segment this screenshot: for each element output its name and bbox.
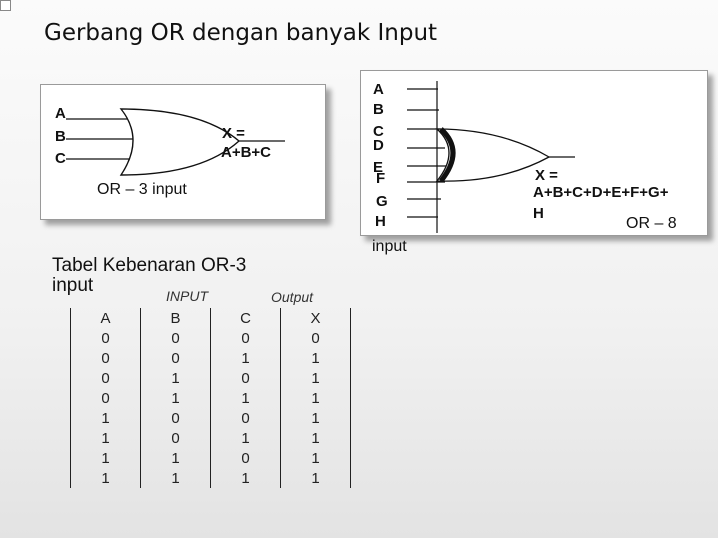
or8-output-label: X = bbox=[535, 167, 558, 184]
cell-c: 0 bbox=[210, 448, 281, 468]
or8-input-a: A bbox=[373, 81, 384, 98]
cell-a: 1 bbox=[70, 448, 141, 468]
truth-table-title-line1: Tabel Kebenaran OR-3 bbox=[52, 255, 247, 276]
cell-a: 0 bbox=[70, 388, 141, 408]
header-cell-b: B bbox=[140, 308, 211, 328]
or3-gate-symbol bbox=[66, 108, 285, 176]
cell-c: 0 bbox=[210, 368, 281, 388]
cell-c: 1 bbox=[210, 388, 281, 408]
cell-c: 0 bbox=[210, 408, 281, 428]
cell-c: 1 bbox=[210, 428, 281, 448]
cell-a: 0 bbox=[70, 348, 141, 368]
or8-caption-cont: input bbox=[372, 238, 407, 255]
cell-a: 0 bbox=[70, 328, 141, 348]
header-cell-c: C bbox=[210, 308, 281, 328]
or8-input-f: F bbox=[376, 170, 386, 187]
or3-input-b: B bbox=[55, 128, 66, 145]
cell-x: 1 bbox=[280, 428, 351, 448]
or8-input-b: B bbox=[373, 101, 384, 118]
or8-diagram-box: A B C D E F G H X = A+B+C+D+E+F+G+ H OR … bbox=[360, 70, 708, 236]
cell-c: 0 bbox=[210, 328, 281, 348]
truth-table-title: Tabel Kebenaran OR-3 input bbox=[52, 254, 246, 297]
truth-table-title-line2: input bbox=[52, 275, 94, 296]
or8-input-c: C bbox=[373, 123, 384, 140]
cell-x: 1 bbox=[280, 388, 351, 408]
cell-a: 1 bbox=[70, 468, 141, 488]
or3-output-expression: A+B+C bbox=[221, 144, 272, 161]
or3-output-label: X = bbox=[222, 125, 245, 142]
or3-caption: OR – 3 input bbox=[97, 181, 187, 198]
cell-a: 1 bbox=[70, 408, 141, 428]
or8-output-expression: A+B+C+D+E+F+G+ bbox=[533, 184, 669, 201]
cell-a: 0 bbox=[70, 368, 141, 388]
truth-table-input-caption: INPUT bbox=[166, 288, 208, 304]
or3-input-a: A bbox=[55, 105, 66, 122]
cell-b: 0 bbox=[140, 408, 211, 428]
cell-b: 0 bbox=[140, 428, 211, 448]
or3-diagram-box: A B C X = A+B+C OR – 3 input bbox=[40, 84, 326, 220]
cell-b: 0 bbox=[140, 328, 211, 348]
cell-x: 1 bbox=[280, 468, 351, 488]
cell-b: 1 bbox=[140, 448, 211, 468]
cell-b: 1 bbox=[140, 388, 211, 408]
or8-gate-symbol bbox=[407, 81, 575, 233]
cell-c: 1 bbox=[210, 348, 281, 368]
cell-b: 1 bbox=[140, 468, 211, 488]
or8-input-d: D bbox=[373, 137, 384, 154]
or8-input-h: H bbox=[375, 213, 386, 230]
cell-x: 1 bbox=[280, 348, 351, 368]
cell-x: 1 bbox=[280, 368, 351, 388]
corner-marker bbox=[0, 0, 11, 11]
or8-input-e: E bbox=[373, 159, 384, 176]
or8-output-expression-cont: H bbox=[533, 205, 544, 222]
header-cell-a: A bbox=[70, 308, 141, 328]
cell-a: 1 bbox=[70, 428, 141, 448]
cell-b: 0 bbox=[140, 348, 211, 368]
header-cell-x: X bbox=[280, 308, 351, 328]
or3-input-c: C bbox=[55, 150, 66, 167]
cell-x: 0 bbox=[280, 328, 351, 348]
or8-input-g: G bbox=[376, 193, 388, 210]
cell-x: 1 bbox=[280, 408, 351, 428]
cell-x: 1 bbox=[280, 448, 351, 468]
cell-b: 1 bbox=[140, 368, 211, 388]
cell-c: 1 bbox=[210, 468, 281, 488]
or8-caption: OR – 8 bbox=[626, 215, 677, 232]
truth-table-header-row: A B C X bbox=[70, 308, 351, 328]
truth-table-output-caption: Output bbox=[271, 289, 314, 305]
slide-title: Gerbang OR dengan banyak Input bbox=[44, 20, 438, 46]
